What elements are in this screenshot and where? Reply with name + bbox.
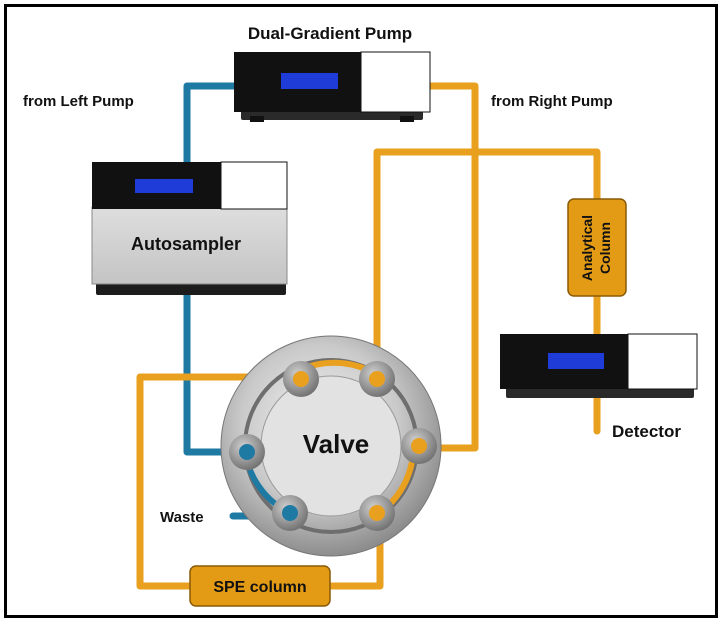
left-pump-label: from Left Pump: [23, 93, 134, 110]
autosampler-label: Autosampler: [131, 234, 241, 254]
pump-display: [281, 73, 338, 89]
valve-ports: [229, 361, 437, 531]
valve: [220, 335, 442, 557]
tube-right-pump: [421, 82, 479, 452]
analytical-label-line1: Analytical: [579, 215, 595, 281]
analytical-column: Analytical Column: [567, 198, 627, 297]
valve-label: Valve: [303, 429, 370, 459]
detector-display: [548, 353, 604, 369]
autosampler: [91, 161, 288, 295]
dual-gradient-pump: [234, 51, 431, 122]
waste-label: Waste: [160, 509, 204, 526]
detector-label: Detector: [612, 422, 681, 441]
detector: [500, 333, 698, 398]
tube-spe-loop: [136, 373, 384, 590]
pump-label: Dual-Gradient Pump: [248, 24, 412, 43]
analytical-label-line2: Column: [597, 222, 613, 274]
spe-label: SPE column: [213, 579, 306, 596]
autosampler-display: [135, 179, 193, 193]
right-pump-label: from Right Pump: [491, 93, 613, 110]
spe-column: [189, 565, 331, 607]
tube-left-pump: [183, 82, 239, 167]
